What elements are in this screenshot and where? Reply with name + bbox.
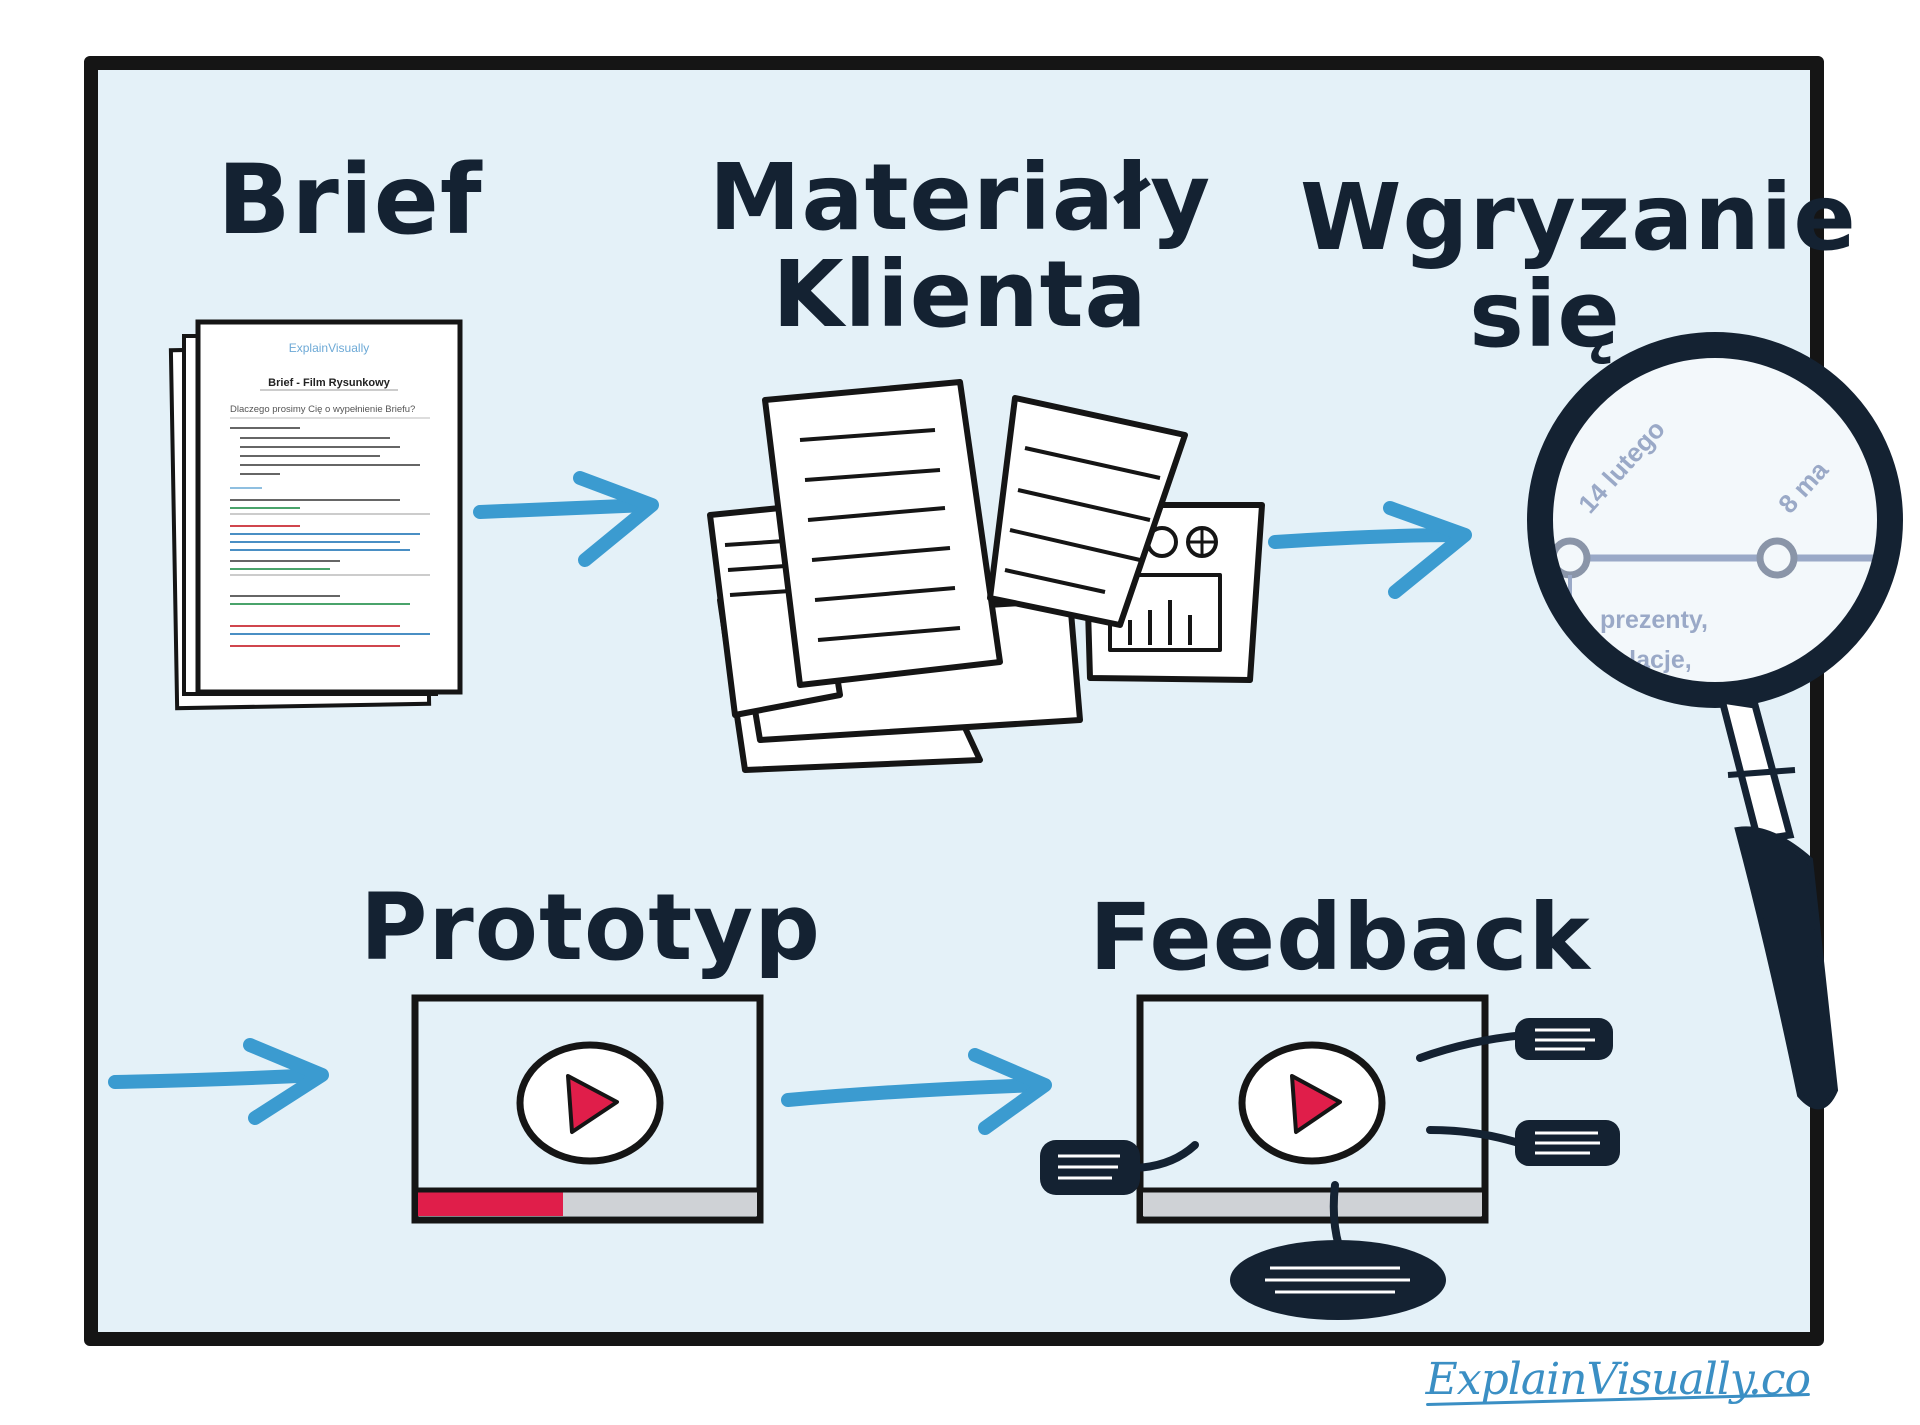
step-title-prototype: Prototyp <box>360 874 821 981</box>
arrow-materials-to-research <box>1268 501 1472 599</box>
step-title-feedback: Feedback <box>1089 884 1591 991</box>
client-materials-pile <box>707 379 1265 773</box>
play-icon <box>566 1074 619 1134</box>
arrow-into-prototype <box>108 1038 329 1125</box>
step-title-research: Wgryzanie się <box>1300 164 1857 368</box>
comment-bubble-right <box>1515 1120 1620 1166</box>
prototype-progress-fill <box>418 1192 563 1216</box>
prototype-video-player <box>411 994 764 1224</box>
arrow-brief-to-materials <box>473 471 659 567</box>
document-text-lines <box>799 428 961 642</box>
brief-question: Dlaczego prosimy Cię o wypełnienie Brief… <box>230 404 415 415</box>
flow-arrows <box>108 471 1472 1135</box>
brief-body-lines <box>230 427 430 647</box>
comment-bubble-top-right <box>1515 1018 1613 1060</box>
step-title-brief: Brief <box>217 144 483 256</box>
brief-document-stack: ExplainVisually Brief - Film Rysunkowy D… <box>168 319 463 711</box>
brief-logo: ExplainVisually <box>289 341 370 355</box>
step-title-client-materials: Materiały Klienta <box>708 144 1212 348</box>
brief-heading: Brief - Film Rysunkowy <box>268 377 391 389</box>
comment-bubble-bottom <box>1230 1240 1446 1320</box>
comment-bubble-left <box>1040 1140 1140 1195</box>
feedback-video-player <box>1040 994 1620 1320</box>
magnifying-glass: 14 lutego 8 ma prezenty, kolacje, kino <box>1527 332 1903 1110</box>
explainvisually-signature: ExplainVisually.co <box>1425 1354 1811 1405</box>
play-icon <box>1290 1074 1342 1134</box>
arrow-prototype-to-feedback <box>781 1048 1052 1135</box>
timeline-note-1: prezenty, <box>1600 606 1708 634</box>
